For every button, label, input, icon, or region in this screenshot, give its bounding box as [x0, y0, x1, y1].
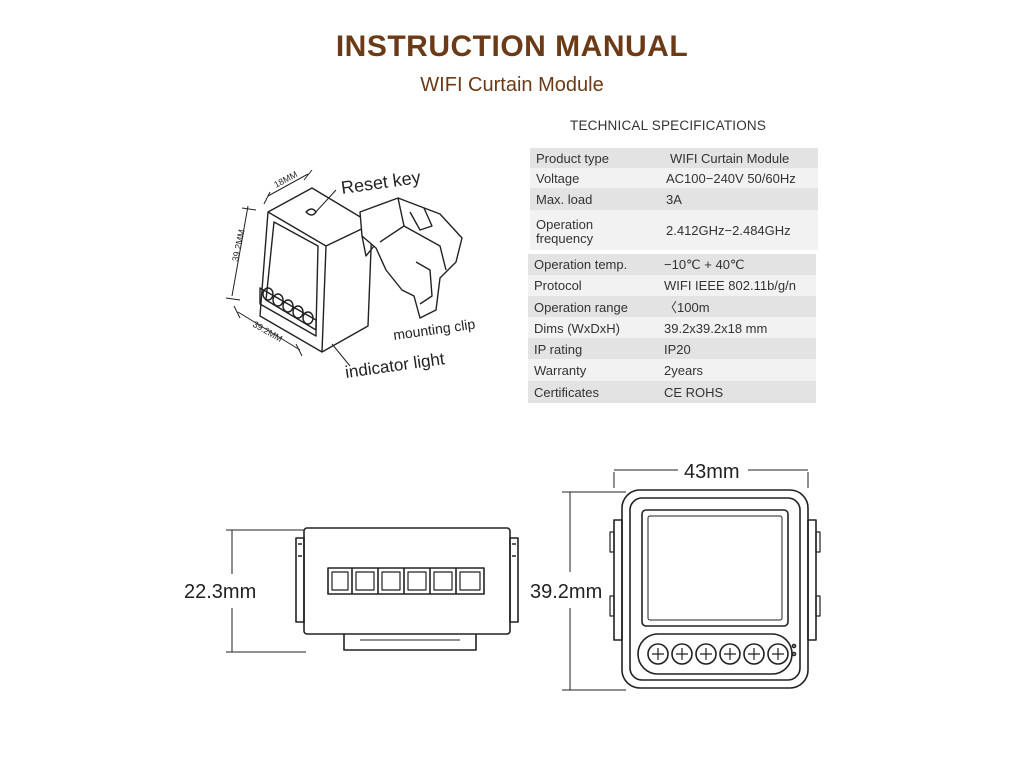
- spec-label: Warranty: [534, 363, 587, 378]
- terminal-row: [262, 287, 314, 325]
- mounting-clip-label: mounting clip: [392, 316, 476, 343]
- spec-value: 〈100m: [664, 300, 710, 315]
- spec-label: Operation temp.: [534, 257, 628, 272]
- spec-row: IP rating IP20: [528, 338, 816, 359]
- spec-row: Voltage AC100−240V 50/60Hz: [530, 168, 818, 188]
- page-subtitle: WIFI Curtain Module: [420, 74, 604, 96]
- spec-value: 3A: [666, 192, 682, 207]
- spec-row: Operation temp. −10℃ + 40℃: [528, 254, 816, 275]
- spec-value: WIFI IEEE 802.11b/g/n: [664, 278, 796, 293]
- spec-row: Warranty 2years: [528, 359, 816, 381]
- spec-value: 39.2x39.2x18 mm: [664, 321, 768, 336]
- spec-label: Certificates: [534, 385, 600, 400]
- spec-row: Dims (WxDxH) 39.2x39.2x18 mm: [528, 317, 816, 338]
- spec-value: 2.412GHz−2.484GHz: [666, 223, 791, 238]
- spec-value: AC100−240V 50/60Hz: [666, 171, 796, 186]
- spec-value: IP20: [664, 342, 691, 357]
- dim-top-label: 18MM: [272, 169, 299, 190]
- spec-row: Operation frequency 2.412GHz−2.484GHz: [530, 210, 818, 250]
- dim-left-label: 39.2MM: [230, 229, 247, 263]
- spec-label: Max. load: [536, 192, 593, 207]
- spec-label: Protocol: [534, 278, 582, 293]
- spec-value: CE ROHS: [664, 385, 724, 400]
- spec-label: Voltage: [536, 171, 580, 186]
- spec-label: Product type: [536, 151, 609, 166]
- spec-row: Operation range 〈100m: [528, 296, 816, 317]
- spec-value: −10℃ + 40℃: [664, 257, 745, 272]
- front-width-label: 43mm: [684, 461, 740, 483]
- spec-row: Certificates CE ROHS: [528, 381, 816, 403]
- spec-row: Max. load 3A: [530, 188, 818, 210]
- spec-value: WIFI Curtain Module: [670, 151, 790, 166]
- spec-label: Operation range: [534, 300, 628, 315]
- spec-label: IP rating: [534, 342, 583, 357]
- side-height-label: 22.3mm: [184, 581, 256, 603]
- spec-label: Dims (WxDxH): [534, 321, 620, 336]
- specs-heading: TECHNICAL SPECIFICATIONS: [570, 118, 767, 133]
- page-title: INSTRUCTION MANUAL: [335, 30, 689, 63]
- dim-bottom-label: 39.2MM: [251, 319, 284, 344]
- spec-label: Operation frequency: [536, 217, 594, 246]
- spec-row: Protocol WIFI IEEE 802.11b/g/n: [528, 275, 816, 296]
- spec-value: 2years: [664, 363, 704, 378]
- front-height-label: 39.2mm: [530, 581, 602, 603]
- spec-row: Product type WIFI Curtain Module: [530, 148, 818, 168]
- indicator-light-label: indicator light: [344, 349, 446, 382]
- reset-key-label: Reset key: [340, 167, 422, 198]
